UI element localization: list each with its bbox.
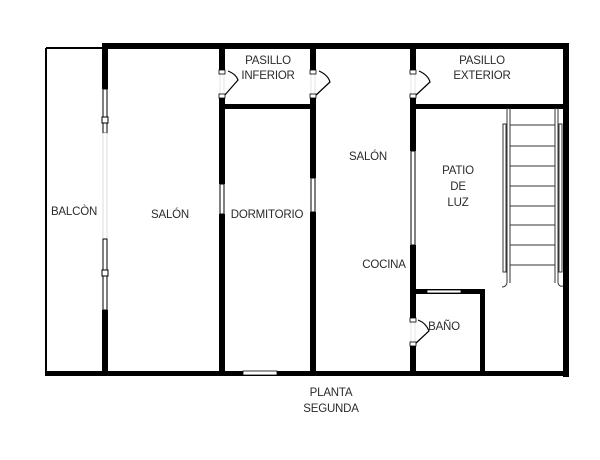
window-bottom (242, 370, 278, 376)
exterior-walls (45, 43, 569, 377)
room-label-patio-1: PATIO (442, 165, 474, 177)
room-label-pasillo-exterior-1: PASILLO (459, 55, 505, 67)
wall-salon-patio (409, 43, 431, 373)
wall-dormitorio-salon (309, 43, 331, 373)
wall-bano (413, 289, 485, 373)
door-salon (314, 70, 331, 97)
wall-pasillo-exterior (413, 104, 567, 109)
plan-title-line1: PLANTA (309, 387, 353, 399)
room-label-cocina: COCINA (362, 259, 406, 271)
room-label-patio-2: DE (450, 181, 466, 193)
door-pasillo-inferior (223, 70, 239, 97)
room-label-pasillo-exterior-2: EXTERIOR (453, 70, 511, 82)
room-label-dormitorio: DORMITORIO (230, 209, 304, 221)
wall-balcony-salon (101, 43, 109, 373)
room-label-balcon: BALCÒN (50, 206, 98, 218)
room-label-bano: BAÑO (428, 321, 460, 333)
wall-pasillo-inferior (222, 104, 314, 109)
door-bano (414, 319, 430, 345)
room-label-salon-left: SALÓN (151, 209, 189, 221)
room-label-salon-center: SALÓN (349, 151, 387, 163)
door-pasillo-exterior (414, 70, 431, 97)
room-label-pasillo-inferior-2: INFERIOR (241, 70, 295, 82)
room-label-pasillo-inferior-1: PASILLO (245, 55, 291, 67)
wall-salon-dormitorio (218, 43, 239, 373)
plan-title-line2: SEGUNDA (303, 403, 359, 415)
staircase (501, 108, 564, 288)
balcony-outline (45, 47, 106, 374)
room-label-patio-3: LUZ (447, 197, 469, 209)
